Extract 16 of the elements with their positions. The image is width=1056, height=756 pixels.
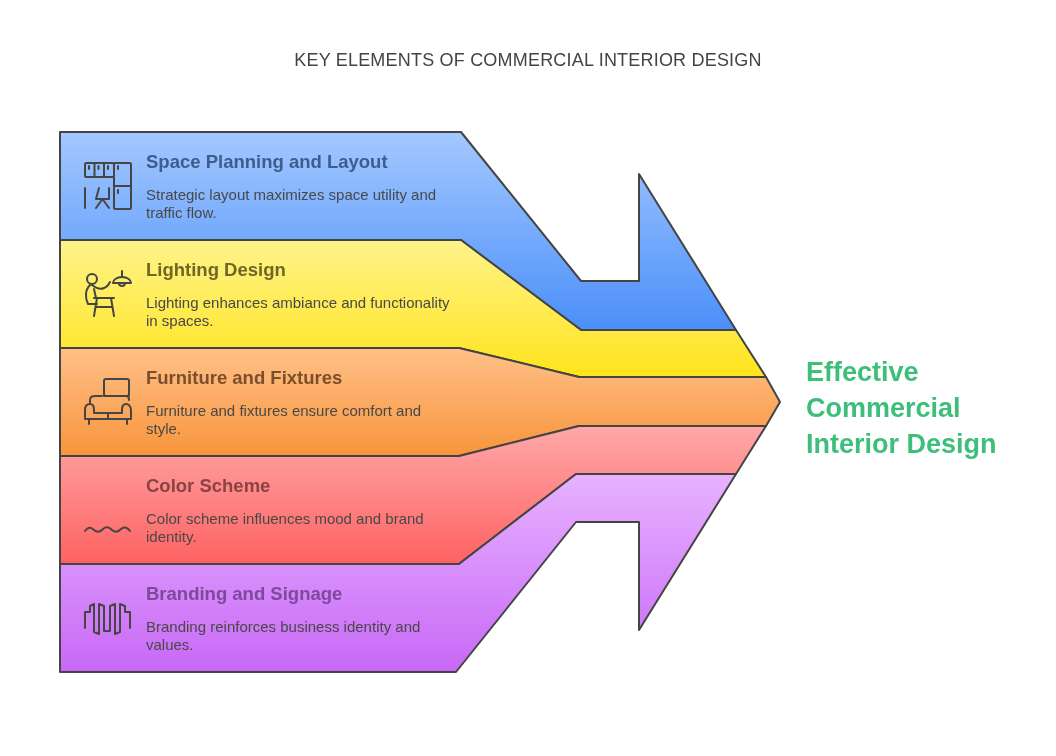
band-description: Strategic layout maximizes space utility and traffic flow.: [146, 186, 438, 222]
band-heading: Lighting Design: [146, 259, 286, 281]
diagram-title: KEY ELEMENTS OF COMMERCIAL INTERIOR DESIGN: [293, 50, 763, 71]
band-heading: Space Planning and Layout: [146, 151, 388, 173]
band-description: Branding reinforces business identity and values.: [146, 618, 422, 654]
band-heading: Branding and Signage: [146, 583, 343, 605]
band-heading: Color Scheme: [146, 475, 271, 497]
band-description: Furniture and fixtures ensure comfort and style.: [146, 402, 423, 438]
arrow-band: [58, 130, 738, 332]
band-heading: Furniture and Fixtures: [146, 367, 343, 389]
arrow-band: [58, 424, 768, 566]
arrow-band: [58, 346, 782, 458]
band-description: Color scheme influences mood and brand identity.: [146, 510, 425, 546]
outcome-label: Effective Commercial Interior Design: [806, 356, 998, 461]
band-description: Lighting enhances ambiance and functionality in spaces.: [146, 294, 451, 330]
arrow-band: [58, 472, 738, 674]
